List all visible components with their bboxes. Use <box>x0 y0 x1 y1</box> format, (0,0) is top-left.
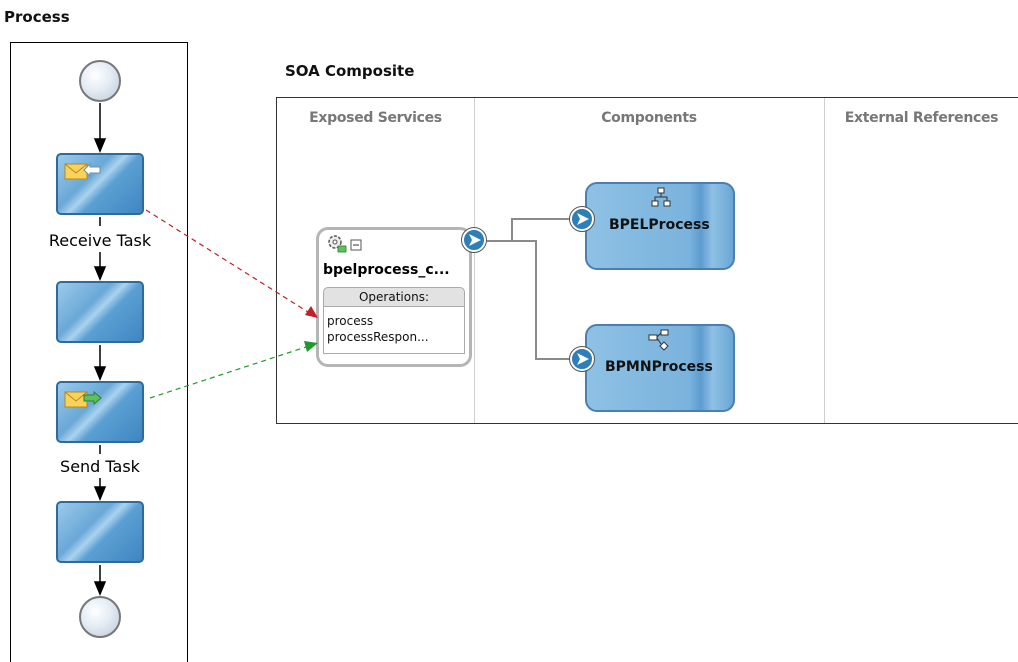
send-message-icon <box>64 390 102 408</box>
process-lane <box>10 42 188 662</box>
soa-composite-title: SOA Composite <box>285 62 415 80</box>
column-divider <box>474 98 475 423</box>
bpmn-process-label: BPMNProcess <box>605 359 713 375</box>
column-header-external-references: External References <box>844 110 999 126</box>
bpmn-flow-icon <box>648 329 669 351</box>
receive-message-icon <box>64 162 101 180</box>
bpel-endpoint-icon <box>569 206 595 232</box>
send-task[interactable] <box>56 381 144 443</box>
soa-composite-panel: Exposed Services Components External Ref… <box>276 97 1018 424</box>
operations-header: Operations: <box>323 287 465 307</box>
task[interactable] <box>56 501 144 563</box>
receive-task[interactable] <box>56 153 144 215</box>
service-endpoint-icon <box>461 227 487 253</box>
bpel-process-component[interactable]: BPELProcess <box>585 182 735 270</box>
bpmn-process-component[interactable]: BPMNProcess <box>585 324 735 412</box>
operation-process[interactable]: process <box>327 314 374 328</box>
service-name: bpelprocess_c... <box>323 262 450 278</box>
column-divider <box>824 98 825 423</box>
receive-task-label: Receive Task <box>48 231 152 250</box>
collapse-icon[interactable] <box>350 239 362 251</box>
end-event[interactable] <box>79 596 121 638</box>
send-task-label: Send Task <box>60 457 140 476</box>
bpmn-endpoint-icon <box>569 346 595 372</box>
process-title: Process <box>4 8 70 26</box>
operation-process-response[interactable]: processRespon... <box>327 330 429 344</box>
gear-icon <box>328 235 347 253</box>
sequence-flows <box>93 103 107 596</box>
receive-task-link <box>145 209 318 318</box>
start-event[interactable] <box>79 60 121 102</box>
bpel-process-label: BPELProcess <box>609 217 710 233</box>
column-header-components: Components <box>601 110 697 126</box>
task[interactable] <box>56 281 144 343</box>
bpel-tree-icon <box>651 187 671 207</box>
column-header-exposed-services: Exposed Services <box>309 110 442 126</box>
wires <box>487 218 572 360</box>
operations-list: process processRespon... <box>323 306 465 354</box>
send-task-link <box>149 341 318 399</box>
